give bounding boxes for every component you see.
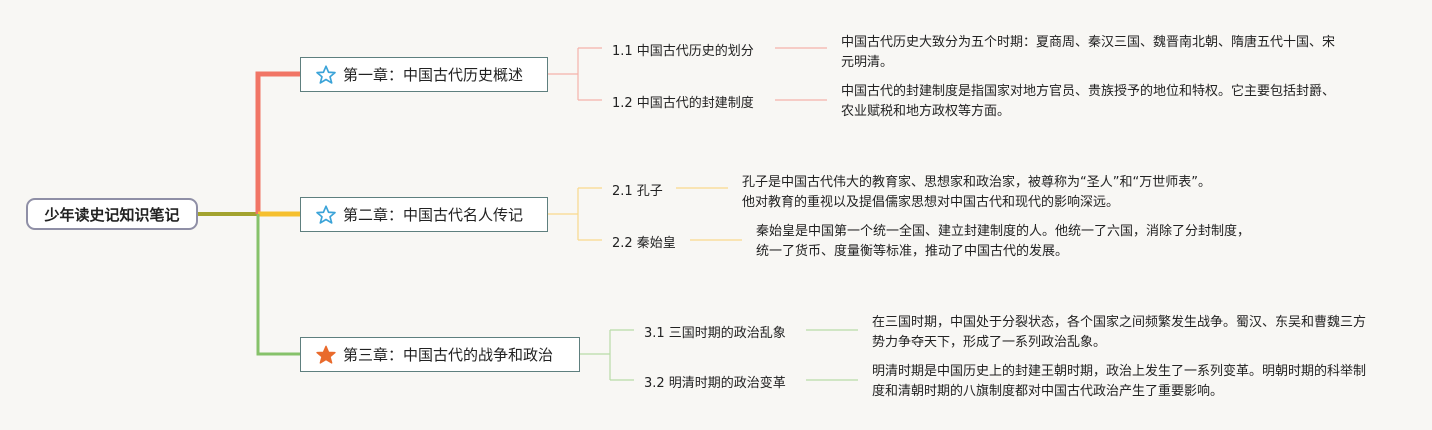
section-desc-3-1: 在三国时期，中国处于分裂状态，各个国家之间频繁发生战争。蜀汉、东吴和曹魏三方势力… bbox=[872, 315, 1367, 350]
star-filled-icon bbox=[316, 345, 336, 364]
chapter-node-3[interactable]: 第三章：中国古代的战争和政治 bbox=[300, 337, 580, 372]
section-node-3-1[interactable]: 3.1 三国时期的政治乱象 bbox=[644, 326, 786, 341]
section-desc-1-1: 中国古代历史大致分为五个时期：夏商周、秦汉三国、魏晋南北朝、隋唐五代十国、宋元明… bbox=[841, 35, 1336, 70]
root-node[interactable]: 少年读史记知识笔记 bbox=[26, 198, 198, 230]
section-node-2-2[interactable]: 2.2 秦始皇 bbox=[612, 236, 676, 251]
star-outline-icon bbox=[316, 64, 336, 84]
chapter-label: 第三章：中国古代的战争和政治 bbox=[343, 346, 554, 364]
section-node-1-2[interactable]: 1.2 中国古代的封建制度 bbox=[612, 96, 754, 111]
section-desc-2-1: 孔子是中国古代伟大的教育家、思想家和政治家，被尊称为“圣人”和“万世师表”。他对… bbox=[742, 175, 1211, 210]
section-node-3-2[interactable]: 3.2 明清时期的政治变革 bbox=[644, 376, 786, 391]
section-node-2-1[interactable]: 2.1 孔子 bbox=[612, 184, 663, 199]
chapter-label: 第二章：中国古代名人传记 bbox=[343, 206, 524, 224]
chapter-node-2[interactable]: 第二章：中国古代名人传记 bbox=[300, 197, 548, 232]
star-outline-icon bbox=[316, 204, 336, 224]
root-label: 少年读史记知识笔记 bbox=[44, 205, 180, 224]
section-desc-1-2: 中国古代的封建制度是指国家对地方官员、贵族授予的地位和特权。它主要包括封爵、农业… bbox=[841, 84, 1336, 119]
section-desc-2-2: 秦始皇是中国第一个统一全国、建立封建制度的人。他统一了六国，消除了分封制度，统一… bbox=[756, 224, 1251, 259]
section-node-1-1[interactable]: 1.1 中国古代历史的划分 bbox=[612, 44, 754, 59]
chapter-node-1[interactable]: 第一章：中国古代历史概述 bbox=[300, 57, 548, 92]
chapter-label: 第一章：中国古代历史概述 bbox=[343, 66, 524, 84]
section-desc-3-2: 明清时期是中国历史上的封建王朝时期，政治上发生了一系列变革。明朝时期的科举制度和… bbox=[872, 364, 1367, 399]
